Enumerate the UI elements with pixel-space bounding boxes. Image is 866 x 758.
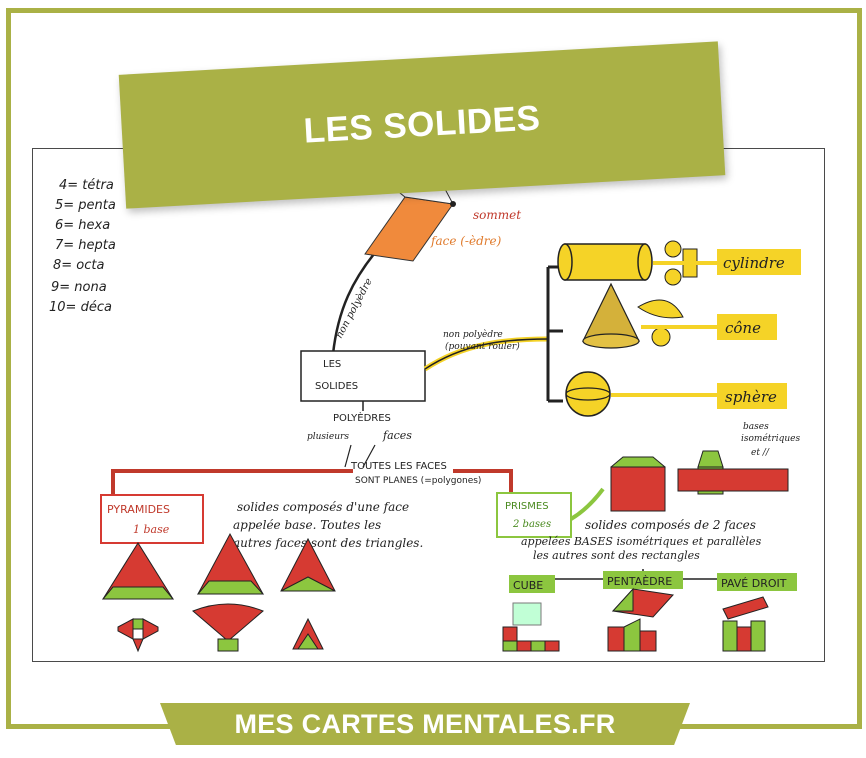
prismes-def1: solides composés de 2 faces — [585, 518, 756, 532]
prismes-def2: appelées BASES isométriques et parallèle… — [521, 535, 762, 548]
polyedres-sub2: faces — [382, 429, 412, 442]
right-branch-label2: (pouvant rouler) — [445, 341, 520, 352]
right-branch-label1: non polyèdre — [443, 329, 503, 340]
prefix-8: 8= octa — [53, 258, 104, 273]
center-line2: SOLIDES — [315, 381, 358, 392]
pyramides-title2: 1 base — [133, 523, 170, 536]
prefix-6: 6= hexa — [55, 218, 110, 233]
vertex-label: sommet — [473, 208, 521, 222]
plane-faces-line1: TOUTES LES FACES — [350, 461, 447, 472]
prismes-title2: 2 bases — [512, 519, 551, 530]
center-line1: LES — [323, 359, 341, 370]
type-pentaedre: PENTAÈDRE — [607, 575, 672, 588]
mind-map-drawing: 4= tétra 5= penta 6= hexa 7= hepta 8= oc… — [49, 178, 801, 653]
pyramides-def1: solides composés d'une face — [237, 500, 409, 514]
label-cylindre: cylindre — [723, 254, 785, 272]
cone-drawing — [582, 282, 717, 349]
prefix-5: 5= penta — [55, 198, 116, 213]
pyramid-drawings — [101, 532, 336, 653]
center-box — [300, 350, 426, 402]
top-branch-label: non polyèdre — [334, 277, 375, 341]
cylinder-drawing — [557, 240, 717, 286]
prismes-title1: PRISMES — [505, 501, 549, 512]
sphere-drawing — [565, 371, 717, 417]
prism-type-drawings — [502, 587, 769, 652]
plane-faces-line2: SONT PLANES (=polygones) — [355, 476, 481, 486]
site-name: MES CARTES MENTALES.FR — [234, 708, 616, 739]
type-pave-droit: PAVÉ DROIT — [721, 577, 787, 590]
pyramides-title1: PYRAMIDES — [107, 503, 170, 516]
pyramides-def2: appelée base. Toutes les — [233, 518, 381, 532]
prismes-def3: les autres sont des rectangles — [533, 549, 700, 562]
face-label: face (-èdre) — [430, 234, 502, 248]
prismes-box — [496, 492, 572, 538]
prismes-note1: bases — [743, 422, 769, 432]
prefix-10: 10= déca — [49, 300, 112, 315]
prefix-9: 9= nona — [51, 280, 107, 295]
prefix-7: 7= hepta — [55, 238, 116, 253]
face-prism-drawing — [364, 188, 456, 262]
type-cube: CUBE — [513, 579, 543, 592]
pyramides-def3: autres faces sont des triangles. — [233, 536, 423, 550]
pyramides-box — [100, 494, 204, 544]
mind-map: 4= tétra 5= penta 6= hexa 7= hepta 8= oc… — [32, 148, 825, 662]
label-cone: cône — [725, 319, 761, 337]
page-title: LES SOLIDES — [302, 98, 542, 151]
footer-banner: MES CARTES MENTALES.FR — [160, 703, 690, 745]
prism-drawing — [610, 450, 789, 512]
label-sphere: sphère — [725, 388, 777, 406]
polyedres-title: POLYÈDRES — [333, 411, 391, 424]
prefix-4: 4= tétra — [59, 178, 114, 193]
prismes-note2: isométriques — [741, 433, 800, 444]
polyedres-sub1: plusieurs — [307, 432, 349, 442]
prismes-note3: et // — [751, 448, 770, 458]
